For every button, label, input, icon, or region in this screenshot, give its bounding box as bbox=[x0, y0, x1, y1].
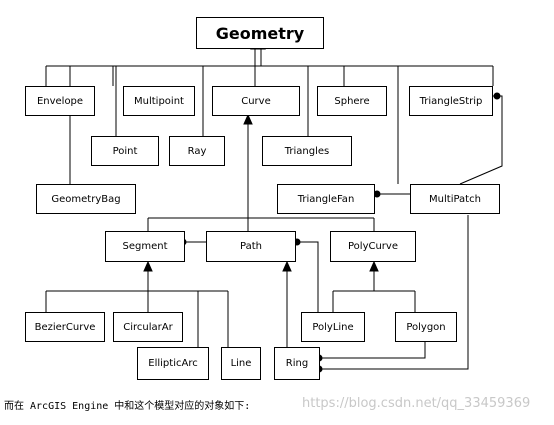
multipoint-box: Multipoint bbox=[123, 86, 195, 116]
circular-arc-box: CircularAr bbox=[113, 312, 183, 342]
poly-curve-box: PolyCurve bbox=[330, 231, 416, 262]
geometry-box: Geometry bbox=[196, 17, 324, 49]
point-box: Point bbox=[91, 136, 159, 166]
ring-box: Ring bbox=[274, 347, 320, 380]
elliptic-arc-box: EllipticArc bbox=[137, 347, 209, 380]
bezier-curve-box: BezierCurve bbox=[25, 312, 105, 342]
segment-box: Segment bbox=[105, 231, 185, 262]
envelope-box: Envelope bbox=[25, 86, 95, 116]
polygon-box: Polygon bbox=[395, 312, 457, 342]
caption-text: 而在 ArcGIS Engine 中和这个模型对应的对象如下: bbox=[4, 401, 251, 412]
ray-box: Ray bbox=[169, 136, 225, 166]
triangle-fan-box: TriangleFan bbox=[277, 184, 375, 214]
curve-box: Curve bbox=[212, 86, 300, 116]
triangles-box: Triangles bbox=[262, 136, 352, 166]
watermark-text: https://blog.csdn.net/qq_33459369 bbox=[302, 396, 531, 411]
geometry-bag-box: GeometryBag bbox=[36, 184, 136, 214]
sphere-box: Sphere bbox=[317, 86, 387, 116]
path-box: Path bbox=[206, 231, 296, 262]
line-box: Line bbox=[221, 347, 261, 380]
triangle-strip-box: TriangleStrip bbox=[409, 86, 493, 116]
poly-line-box: PolyLine bbox=[301, 312, 365, 342]
multi-patch-box: MultiPatch bbox=[410, 184, 500, 214]
